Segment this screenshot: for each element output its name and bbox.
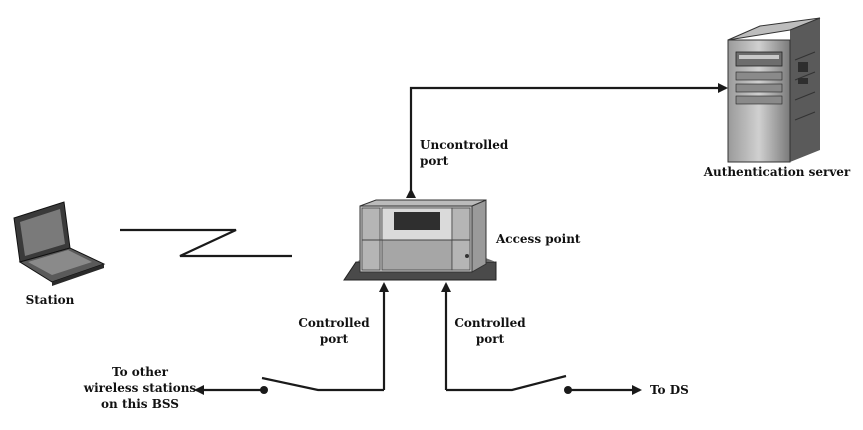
controlled-port-left-label-line2: port	[320, 332, 349, 346]
access-point-icon	[343, 199, 497, 281]
right-switch-wire	[446, 374, 567, 392]
authentication-server-icon	[727, 17, 821, 163]
uncontrolled-port-connection	[406, 83, 728, 198]
authentication-server-label: Authentication server	[703, 165, 851, 179]
station-label: Station	[26, 293, 75, 307]
left-switch-wire	[261, 376, 384, 392]
to-other-stations-label-line2: wireless stations	[83, 381, 197, 395]
to-other-stations-label-line1: To other	[112, 365, 169, 379]
access-point-label: Access point	[495, 232, 581, 246]
uncontrolled-port-label-line1: Uncontrolled	[420, 138, 509, 152]
wireless-link	[120, 228, 292, 258]
to-ds-label: To DS	[650, 383, 689, 397]
controlled-port-left-label-line1: Controlled	[298, 316, 370, 330]
controlled-port-right-label-line1: Controlled	[454, 316, 526, 330]
uncontrolled-port-label-line2: port	[420, 154, 449, 168]
station-laptop-icon	[13, 201, 106, 286]
to-other-stations-label-line3: on this BSS	[101, 397, 179, 411]
controlled-port-right-label-line2: port	[476, 332, 505, 346]
